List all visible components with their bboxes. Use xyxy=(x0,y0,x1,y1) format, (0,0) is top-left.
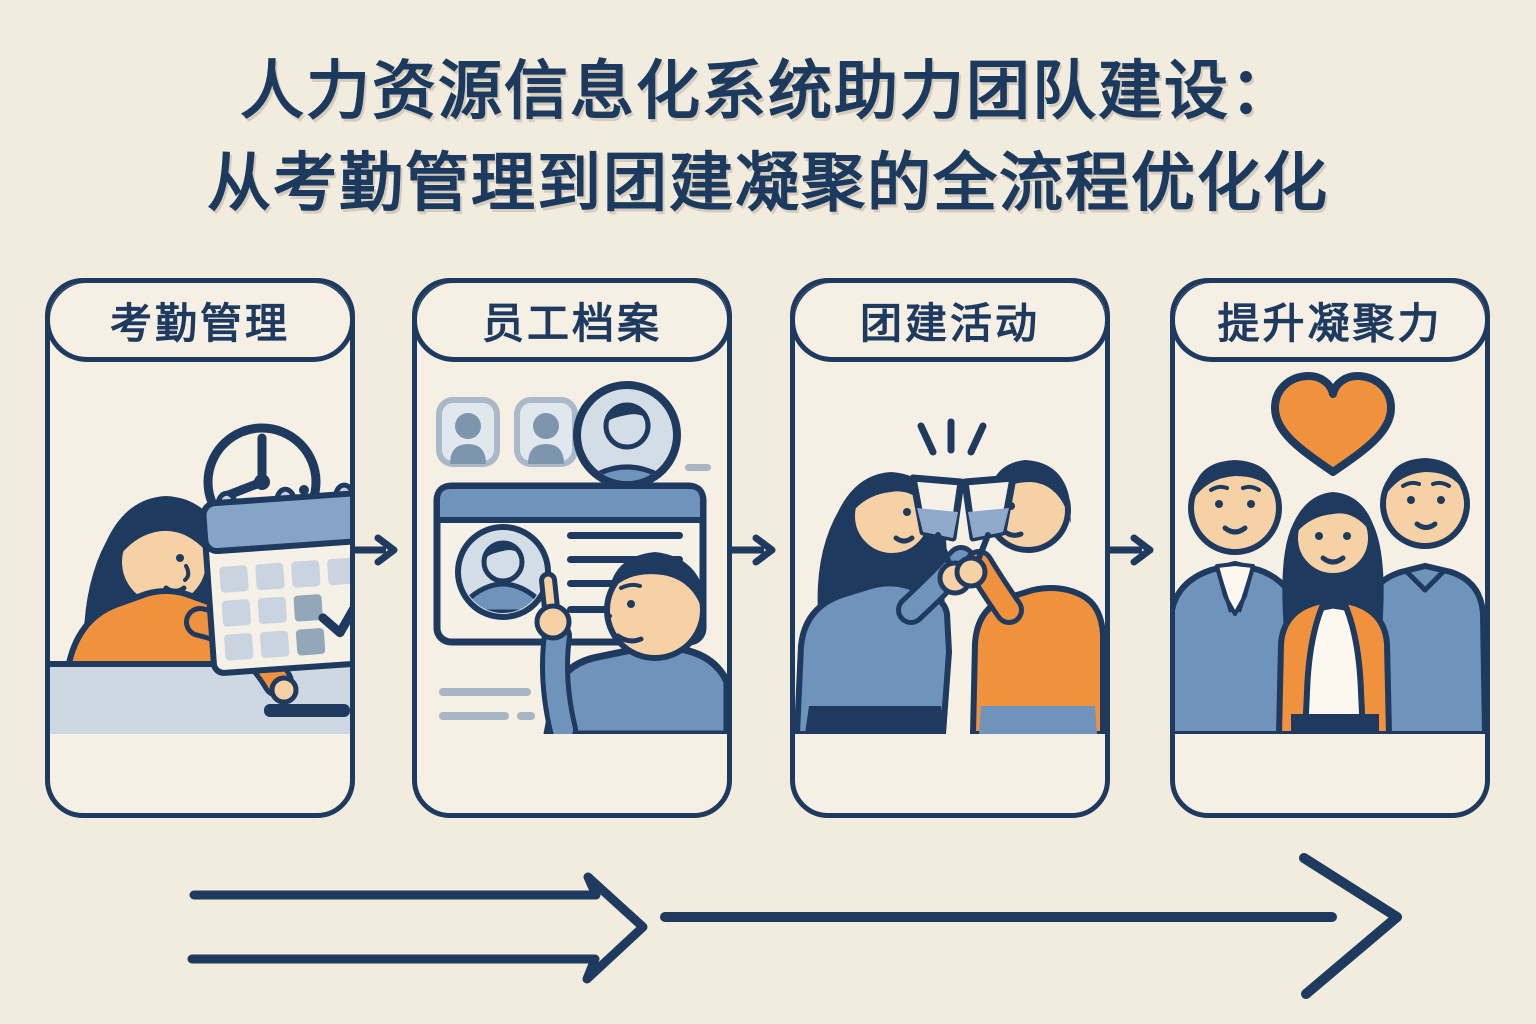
footer-text-lines xyxy=(439,688,535,720)
flow-arrow-3-icon xyxy=(1108,534,1154,566)
dash-mark xyxy=(685,464,711,471)
panel-attendance-illustration xyxy=(50,423,350,734)
wine-glasses-icon xyxy=(909,474,1017,596)
panel-attendance: 考勤管理 xyxy=(45,278,355,818)
panel-employee-files: 员工档案 xyxy=(412,278,732,818)
panel-employee-files-header: 员工档案 xyxy=(417,283,727,362)
toast-sparks xyxy=(917,418,987,456)
avatar-circle-large xyxy=(573,381,681,489)
panel-cohesion: 提升凝聚力 xyxy=(1170,278,1490,818)
profile-card xyxy=(433,482,707,646)
checkmark-icon xyxy=(318,584,350,638)
panel-attendance-label: 考勤管理 xyxy=(109,299,290,347)
person-middle xyxy=(1275,492,1393,734)
panel-cohesion-label: 提升凝聚力 xyxy=(1217,299,1443,347)
bottom-flow-arrows-icon xyxy=(187,853,1402,999)
panel-team-building: 团建活动 xyxy=(790,278,1110,818)
panel-cohesion-illustration xyxy=(1175,372,1485,734)
calendar-icon xyxy=(200,482,350,676)
flow-arrow-1-icon xyxy=(352,534,398,566)
calendar-grid xyxy=(219,557,350,661)
panel-team-building-label: 团建活动 xyxy=(859,299,1040,347)
desk xyxy=(50,661,350,734)
laptop-icon xyxy=(264,704,350,717)
panel-team-building-illustration xyxy=(795,418,1105,734)
panel-employee-files-label: 员工档案 xyxy=(481,299,662,347)
avatar-thumbnail xyxy=(436,397,500,467)
page-title-line2: 从考勤管理到团建凝聚的全流程优化化 xyxy=(207,147,1329,219)
avatar-thumbnail xyxy=(514,397,578,467)
woman-figure xyxy=(795,472,976,734)
page-title-line1: 人力资源信息化系统助力团队建设： xyxy=(240,55,1296,127)
panel-attendance-header: 考勤管理 xyxy=(50,283,350,362)
person-left xyxy=(1175,460,1303,734)
panel-team-building-header: 团建活动 xyxy=(795,283,1105,362)
panel-cohesion-header: 提升凝聚力 xyxy=(1175,283,1485,362)
flow-arrow-2-icon xyxy=(730,534,776,566)
man-pointing xyxy=(534,552,727,734)
panel-employee-files-illustration xyxy=(433,381,727,734)
heart-icon xyxy=(1271,372,1395,476)
